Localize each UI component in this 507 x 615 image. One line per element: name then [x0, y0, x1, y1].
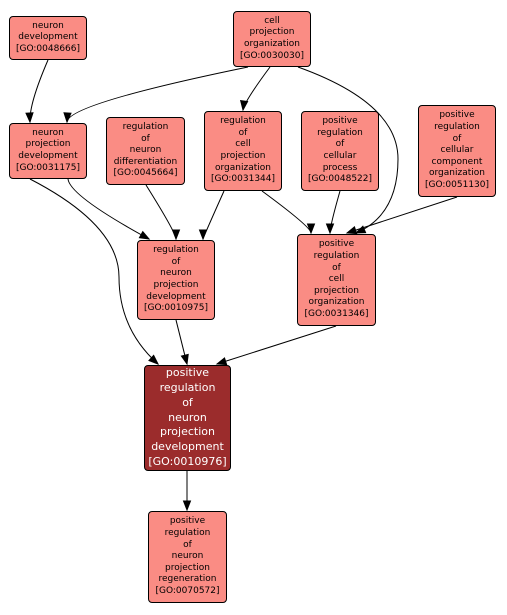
arrowhead-0031344-to-0031346	[306, 223, 316, 235]
edge-0051130-to-0031346	[346, 196, 458, 234]
node-go-0010976[interactable]: positive regulation of neuron projection…	[144, 365, 231, 471]
node-go-0010975[interactable]: regulation of neuron projection developm…	[137, 240, 215, 320]
node-go-0030030[interactable]: cell projection organization [GO:0030030…	[233, 11, 311, 67]
node-go-0045664[interactable]: regulation of neuron differentiation [GO…	[106, 117, 185, 185]
node-go-0048666[interactable]: neuron development [GO:0048666]	[9, 16, 87, 60]
node-go-0070572[interactable]: positive regulation of neuron projection…	[148, 511, 227, 603]
arrowhead-0010975-to-0010976	[180, 353, 189, 366]
arrowhead-0031344-to-0010975	[198, 229, 208, 241]
arrowhead-0051130-to-0031346	[345, 226, 358, 235]
arrowhead-0030030-to-0031175	[63, 112, 72, 124]
edge-0031175-to-0010976	[29, 178, 159, 365]
arrowhead-0031346-to-0010976	[215, 357, 228, 366]
node-go-0048522[interactable]: positive regulation of cellular process …	[301, 111, 379, 191]
node-go-0031175[interactable]: neuron projection development [GO:003117…	[9, 123, 87, 179]
edge-0031346-to-0010976	[216, 325, 337, 365]
node-go-0031344[interactable]: regulation of cell projection organizati…	[204, 111, 282, 191]
arrowhead-0048522-to-0031346	[325, 223, 335, 235]
arrowhead-0031175-to-0010975	[138, 230, 151, 240]
edge-0031344-to-0031346	[261, 190, 312, 234]
node-go-0031346[interactable]: positive regulation of cell projection o…	[297, 234, 376, 326]
arrowhead-0030030-to-0031344	[239, 100, 249, 112]
arrowhead-0045664-to-0010975	[171, 229, 181, 241]
node-go-0051130[interactable]: positive regulation of cellular componen…	[418, 105, 496, 197]
arrowhead-0031175-to-0010976	[148, 354, 160, 365]
arrowhead-0048666-to-0031175	[25, 112, 34, 124]
arrowhead-0010976-to-0070572	[182, 500, 192, 512]
edge-0030030-to-0031175	[66, 66, 249, 123]
edge-0045664-to-0010975	[145, 184, 177, 240]
edge-0031175-to-0010975	[67, 178, 150, 240]
edge-0030030-to-0031346	[297, 66, 399, 234]
